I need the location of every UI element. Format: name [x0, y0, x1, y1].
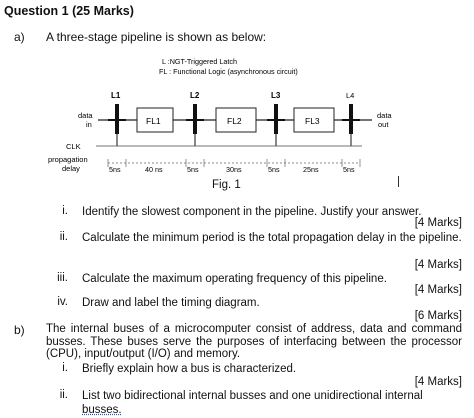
item-a-i-marks: [4 Marks]	[414, 217, 462, 229]
item-b-ii-text: List two bidirectional internal busses a…	[82, 390, 423, 402]
latch-l3	[267, 104, 285, 146]
latch-label-l2: L2	[190, 91, 200, 100]
delay-scale	[107, 159, 361, 167]
delay-l3: 5ns	[268, 165, 280, 174]
item-b-i-num: i.	[62, 362, 68, 374]
data-out-label-2: out	[378, 120, 389, 129]
latch-l2	[186, 104, 204, 146]
fl3-block	[293, 107, 335, 133]
part-a-label: a)	[14, 30, 25, 44]
item-b-ii-num: ii.	[59, 389, 68, 401]
data-out-label-1: data	[377, 111, 392, 120]
part-a-stem: A three-stage pipeline is shown as below…	[46, 30, 267, 44]
item-a-iv-marks: [6 Marks]	[414, 310, 462, 322]
item-a-iii-text: Calculate the maximum operating frequenc…	[82, 273, 387, 285]
item-a-i-text: Identify the slowest component in the pi…	[82, 206, 422, 218]
pipeline-figure: L :NGT-Triggered Latch FL : Functional L…	[48, 57, 392, 174]
data-in-label-2: in	[86, 120, 92, 129]
item-a-ii-marks: [4 Marks]	[414, 259, 462, 271]
fl3-label: FL3	[305, 116, 320, 126]
figure-caption: Fig. 1	[212, 179, 241, 191]
delay-fl3: 25ns	[303, 165, 319, 174]
text-cursor	[398, 176, 399, 187]
item-a-ii-text: Calculate the minimum period is the tota…	[82, 232, 462, 244]
propagation-label-2: delay	[62, 164, 80, 173]
latch-label-l3: L3	[271, 91, 281, 100]
item-a-iv-text: Draw and label the timing diagram.	[82, 297, 260, 309]
fl1-block	[136, 107, 174, 133]
item-a-iii-num: iii.	[57, 272, 68, 284]
item-a-i-num: i.	[62, 205, 68, 217]
item-b-ii-text-tail: busses.	[82, 404, 122, 416]
latch-label-l4: L4	[346, 91, 354, 100]
question-title: Question 1 (25 Marks)	[4, 4, 134, 18]
delay-fl1: 40 ns	[145, 165, 163, 174]
item-a-iv-num: iv.	[57, 296, 68, 308]
fl1-label: FL1	[146, 116, 161, 126]
delay-l1: 5ns	[109, 165, 121, 174]
latch-label-l1: L1	[111, 91, 121, 100]
fl2-label: FL2	[227, 116, 242, 126]
data-in-label-1: data	[78, 111, 93, 120]
legend-latch: L :NGT-Triggered Latch	[162, 57, 237, 66]
legend-fl: FL : Functional Logic (asynchronous circ…	[159, 67, 298, 76]
item-a-ii-num: ii.	[59, 231, 68, 243]
part-b-stem: The internal buses of a microcomputer co…	[46, 323, 462, 360]
latch-l1	[108, 104, 126, 146]
part-b-label: b)	[14, 323, 25, 337]
item-a-iii-marks: [4 Marks]	[414, 284, 462, 296]
propagation-label-1: propagation	[48, 155, 88, 164]
latch-l4	[342, 104, 360, 146]
clk-label: CLK	[66, 142, 81, 151]
item-b-i-text: Briefly explain how a bus is characteriz…	[82, 363, 297, 375]
delay-l4: 5ns	[343, 165, 355, 174]
delay-l2: 5ns	[187, 165, 199, 174]
delay-fl2: 30ns	[226, 165, 242, 174]
item-b-i-marks: [4 Marks]	[414, 376, 462, 388]
fl2-block	[215, 107, 257, 133]
